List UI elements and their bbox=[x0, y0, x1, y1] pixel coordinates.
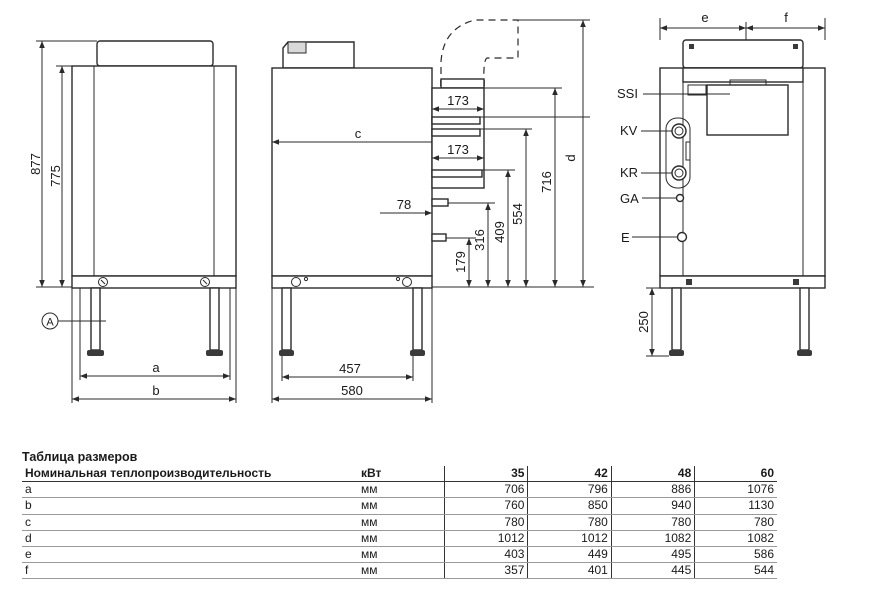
rear-leg-left bbox=[671, 287, 682, 351]
row-unit: мм bbox=[358, 530, 445, 547]
cell-value: 886 bbox=[610, 481, 695, 499]
header-col-1: 35 bbox=[443, 466, 528, 483]
row-label: a bbox=[22, 481, 358, 499]
table-row: f мм 357 401 445 544 bbox=[22, 562, 777, 580]
row-unit: мм bbox=[358, 546, 445, 564]
dim-173-mid-label: 173 bbox=[447, 142, 469, 157]
cell-value: 940 bbox=[610, 497, 695, 515]
rear-kr-label: KR bbox=[620, 165, 638, 180]
cell-value: 850 bbox=[527, 497, 612, 515]
row-label: c bbox=[22, 514, 358, 531]
technical-drawing: 877 775 a b A bbox=[28, 10, 826, 403]
flue-pipe-outline bbox=[440, 19, 519, 87]
rear-ga-label: GA bbox=[620, 191, 639, 206]
cell-value: 357 bbox=[443, 562, 528, 580]
row-label: e bbox=[22, 546, 358, 564]
row-label: f bbox=[22, 562, 358, 580]
header-col-3: 48 bbox=[610, 466, 695, 483]
table-header-row: Номинальная теплопроизводительность кВт … bbox=[22, 466, 777, 483]
rear-ssi-label: SSI bbox=[617, 86, 638, 101]
dim-775-label: 775 bbox=[48, 165, 63, 187]
rear-view: e f SSI KV KR GA E bbox=[617, 10, 826, 357]
cell-value: 1082 bbox=[610, 530, 695, 547]
dim-f-label: f bbox=[784, 10, 788, 25]
header-unit: кВт bbox=[358, 466, 445, 483]
side-leg-front bbox=[281, 287, 292, 351]
dimensions-table-section: Таблица размеров Номинальная теплопроизв… bbox=[22, 449, 777, 580]
table-row: e мм 403 449 495 586 bbox=[22, 546, 777, 564]
cell-value: 760 bbox=[443, 497, 528, 515]
table-row: c мм 780 780 780 780 bbox=[22, 514, 777, 531]
rear-leg-right bbox=[799, 287, 810, 351]
table-row: a мм 706 796 886 1076 bbox=[22, 481, 777, 499]
dim-e-label: e bbox=[701, 10, 708, 25]
dim-409-label: 409 bbox=[492, 221, 507, 243]
dim-a-label: a bbox=[152, 360, 160, 375]
row-label: b bbox=[22, 497, 358, 515]
dim-316-label: 316 bbox=[472, 229, 487, 251]
side-view: d 716 554 409 316 179 173 173 c 78 457 bbox=[271, 19, 594, 403]
cell-value: 401 bbox=[527, 562, 612, 580]
cell-value: 449 bbox=[527, 546, 612, 564]
row-unit: мм bbox=[358, 481, 445, 499]
cell-value: 780 bbox=[527, 514, 612, 531]
rear-control-box bbox=[682, 39, 804, 69]
rear-e-connection-label: E bbox=[621, 230, 630, 245]
front-view: 877 775 a b A bbox=[28, 40, 237, 403]
dim-78-label: 78 bbox=[397, 197, 411, 212]
dim-d-label: d bbox=[563, 154, 578, 161]
dim-457-label: 457 bbox=[339, 361, 361, 376]
cell-value: 403 bbox=[443, 546, 528, 564]
cell-value: 586 bbox=[694, 546, 777, 564]
cell-value: 780 bbox=[694, 514, 777, 531]
cell-value: 1130 bbox=[694, 497, 777, 515]
cell-value: 1082 bbox=[694, 530, 777, 547]
table-row: b мм 760 850 940 1130 bbox=[22, 497, 777, 515]
row-label: d bbox=[22, 530, 358, 547]
callout-a-label: A bbox=[46, 317, 54, 329]
front-leg-right bbox=[209, 287, 220, 351]
header-col-4: 60 bbox=[694, 466, 777, 483]
side-base-frame bbox=[271, 275, 433, 289]
dim-877-label: 877 bbox=[28, 153, 43, 175]
side-leg-rear bbox=[412, 287, 423, 351]
cell-value: 796 bbox=[527, 481, 612, 499]
row-unit: мм bbox=[358, 562, 445, 580]
row-unit: мм bbox=[358, 514, 445, 531]
row-unit: мм bbox=[358, 497, 445, 515]
rear-kv-label: KV bbox=[620, 123, 638, 138]
cell-value: 1012 bbox=[443, 530, 528, 547]
cell-value: 1076 bbox=[694, 481, 777, 499]
cell-value: 445 bbox=[610, 562, 695, 580]
dim-179-label: 179 bbox=[453, 251, 468, 273]
cell-value: 780 bbox=[443, 514, 528, 531]
header-label: Номинальная теплопроизводительность bbox=[22, 466, 358, 483]
cell-value: 544 bbox=[694, 562, 777, 580]
front-boiler-body bbox=[71, 65, 237, 277]
cell-value: 495 bbox=[610, 546, 695, 564]
rear-base-frame bbox=[659, 275, 826, 289]
dim-580-label: 580 bbox=[341, 383, 363, 398]
dim-c-label: c bbox=[355, 126, 362, 141]
front-base-frame bbox=[71, 275, 237, 289]
dim-554-label: 554 bbox=[510, 203, 525, 225]
dimensions-table: Номинальная теплопроизводительность кВт … bbox=[22, 466, 777, 580]
cell-value: 1012 bbox=[527, 530, 612, 547]
dim-173-top-label: 173 bbox=[447, 93, 469, 108]
header-col-2: 42 bbox=[527, 466, 612, 483]
cell-value: 706 bbox=[443, 481, 528, 499]
dim-716-label: 716 bbox=[539, 171, 554, 193]
dim-b-label: b bbox=[152, 383, 159, 398]
table-title: Таблица размеров bbox=[22, 450, 138, 464]
dim-250-label: 250 bbox=[636, 311, 651, 333]
rear-ssi-plate bbox=[706, 84, 789, 136]
table-row: d мм 1012 1012 1082 1082 bbox=[22, 530, 777, 547]
cell-value: 780 bbox=[610, 514, 695, 531]
front-control-box bbox=[96, 40, 214, 67]
side-boiler-body bbox=[271, 67, 433, 277]
front-leg-left bbox=[90, 287, 101, 351]
